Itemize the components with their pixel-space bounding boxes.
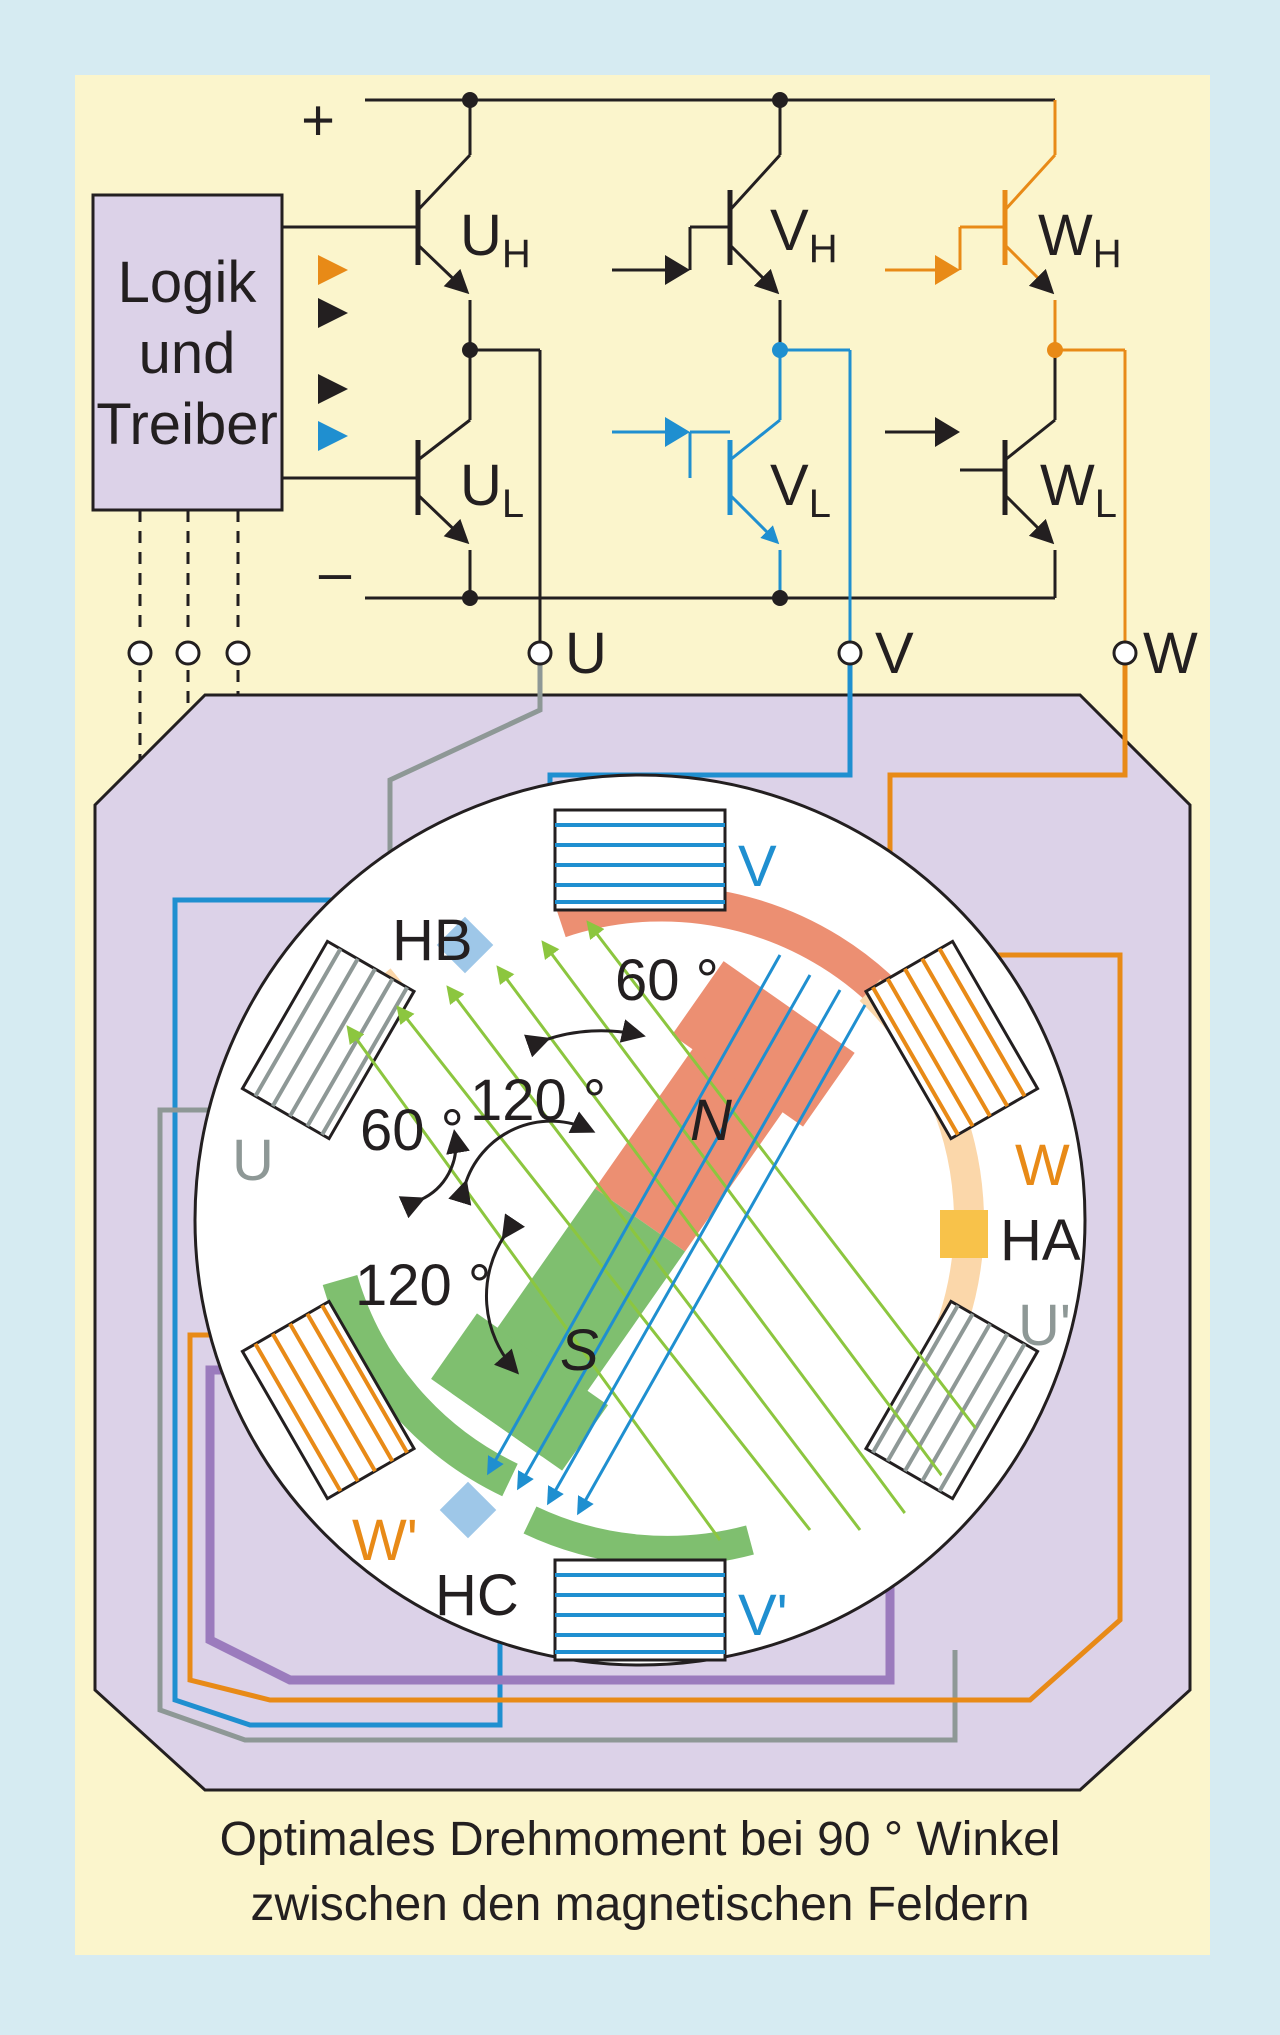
- coil-v-prime-label: V': [738, 1583, 788, 1648]
- driver-label-line2: und: [139, 321, 236, 386]
- angle-120-top-label: 120 °: [470, 1068, 606, 1133]
- angle-60-left-label: 60 °: [360, 1098, 464, 1163]
- coil-w-prime-label: W': [352, 1508, 418, 1573]
- terminal-w-label: W: [1143, 621, 1198, 686]
- gate-input-arrows: [318, 255, 960, 451]
- coil-u: [240, 939, 417, 1141]
- coil-v: [553, 808, 727, 912]
- coil-w: [863, 939, 1040, 1141]
- magnetic-field-lines: [346, 920, 1002, 1541]
- minus-label: –: [319, 540, 352, 605]
- hall-hc-label: HC: [435, 1563, 519, 1628]
- rotor-magnet: [431, 961, 855, 1471]
- hall-sensor-ha: [940, 1210, 988, 1258]
- angle-arrows: [398, 1019, 646, 1375]
- driver-label-line1: Logik: [118, 250, 258, 315]
- rotor-field-s-arc: [322, 1274, 518, 1497]
- coil-w-prime: [240, 1299, 417, 1501]
- hall-ha-label: HA: [1000, 1208, 1081, 1273]
- v-low-transistor: [688, 348, 852, 648]
- label-uh: UH: [460, 203, 531, 276]
- rotor-south-label: S: [560, 1318, 599, 1383]
- label-vl: VL: [770, 453, 831, 526]
- coil-u-prime-label: U': [1018, 1293, 1071, 1358]
- caption-line2: zwischen den magnetischen Feldern: [250, 1878, 1029, 1931]
- plus-label: +: [301, 88, 335, 153]
- coil-w-label: W: [1015, 1133, 1070, 1198]
- coil-u-label: U: [232, 1128, 274, 1193]
- angle-60-top-label: 60 °: [615, 948, 719, 1013]
- angle-120-left-label: 120 °: [355, 1253, 491, 1318]
- driver-label-line3: Treiber: [96, 392, 278, 457]
- coil-v-prime: [553, 1558, 727, 1662]
- coil-v-label: V: [738, 834, 777, 899]
- label-wl: WL: [1040, 453, 1117, 526]
- caption-line1: Optimales Drehmoment bei 90 ° Winkel: [220, 1813, 1061, 1866]
- label-ul: UL: [460, 453, 524, 526]
- terminal-v-label: V: [875, 621, 914, 686]
- terminal-circles: [127, 640, 1138, 666]
- rotor-field-green-arc-bottom: [523, 1506, 754, 1566]
- rotor-north-label: N: [690, 1088, 732, 1153]
- inverter-circuit: [282, 98, 1057, 648]
- w-high-transistor: [958, 100, 1127, 648]
- hall-hb-label: HB: [392, 908, 473, 973]
- label-vh: VH: [770, 198, 838, 271]
- phase-wires: [157, 660, 1128, 1743]
- terminal-u-label: U: [565, 621, 607, 686]
- hall-sensor-hc: [439, 1481, 497, 1539]
- label-wh: WH: [1038, 203, 1122, 276]
- junction-dots: [462, 92, 1063, 606]
